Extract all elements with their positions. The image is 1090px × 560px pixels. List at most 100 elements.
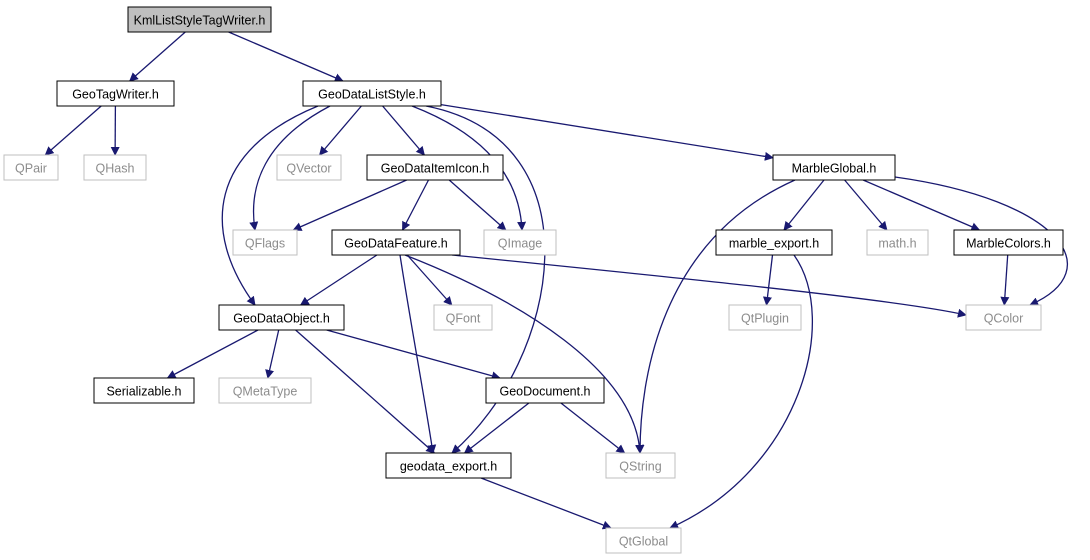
edge-marbleglobal-to-math	[844, 179, 888, 231]
node-box-marblecolors	[953, 229, 1064, 256]
node-kmlliststyletagwriter[interactable]: KmlListStyleTagWriter.h	[127, 6, 272, 33]
node-qfont[interactable]: QFont	[433, 304, 493, 331]
node-box-qstring	[605, 452, 676, 479]
node-label-qpair: QPair	[15, 162, 47, 176]
node-label-geodataobject: GeoDataObject.h	[233, 312, 330, 326]
node-qvector[interactable]: QVector	[276, 154, 342, 181]
edge-geodataobject-to-geodocument	[326, 329, 501, 381]
node-box-kmlliststyletagwriter	[127, 6, 272, 33]
node-geodataobject[interactable]: GeoDataObject.h	[218, 304, 345, 331]
node-label-geodatafeature: GeoDataFeature.h	[344, 237, 448, 251]
node-qtglobal[interactable]: QtGlobal	[605, 527, 682, 554]
edge-geodataobject-to-geodata_export	[295, 329, 436, 454]
node-qmetatype[interactable]: QMetaType	[218, 377, 312, 404]
edge-geodataitemicon-to-qimage	[448, 179, 507, 231]
node-box-marbleglobal	[772, 154, 896, 181]
node-box-geotagwriter	[56, 80, 175, 107]
node-qstring[interactable]: QString	[605, 452, 676, 479]
node-box-qvector	[276, 154, 342, 181]
edge-marbleglobal-to-marble_export	[783, 179, 825, 231]
edge-geodataobject-to-qmetatype	[265, 329, 280, 379]
node-box-math	[866, 229, 929, 256]
node-box-qtglobal	[605, 527, 682, 554]
edge-geodata_export-to-qtglobal	[480, 477, 612, 530]
edge-geodataliststyle-to-geodataitemicon	[382, 105, 425, 156]
node-label-qhash: QHash	[96, 162, 135, 176]
node-label-geodataitemicon: GeoDataItemIcon.h	[381, 162, 489, 176]
edge-geodataobject-to-serializable	[166, 329, 259, 379]
node-box-geodataobject	[218, 304, 345, 331]
node-box-qhash	[83, 154, 147, 181]
node-label-qtglobal: QtGlobal	[619, 535, 668, 549]
node-box-qmetatype	[218, 377, 312, 404]
node-serializable[interactable]: Serializable.h	[93, 377, 195, 404]
node-label-qfont: QFont	[446, 312, 481, 326]
node-label-qstring: QString	[619, 460, 661, 474]
node-box-qcolor	[965, 304, 1042, 331]
node-geodataitemicon[interactable]: GeoDataItemIcon.h	[366, 154, 504, 181]
edge-marbleglobal-to-marblecolors	[862, 179, 981, 231]
dependency-edges	[44, 31, 1069, 530]
node-box-geodataliststyle	[302, 80, 442, 107]
node-box-qpair	[3, 154, 59, 181]
node-label-kmlliststyletagwriter: KmlListStyleTagWriter.h	[134, 14, 266, 28]
node-marble_export[interactable]: marble_export.h	[715, 229, 833, 256]
edge-geodataliststyle-to-marbleglobal	[440, 103, 774, 161]
node-qimage[interactable]: QImage	[483, 229, 557, 256]
edge-geodatafeature-to-geodataobject	[299, 254, 378, 306]
node-label-marbleglobal: MarbleGlobal.h	[792, 162, 877, 176]
node-math[interactable]: math.h	[866, 229, 929, 256]
edge-geodatafeature-to-qstring	[404, 254, 644, 454]
node-box-qflags	[232, 229, 298, 256]
node-qpair[interactable]: QPair	[3, 154, 59, 181]
node-qtplugin[interactable]: QtPlugin	[728, 304, 802, 331]
node-label-geodata_export: geodata_export.h	[400, 460, 497, 474]
node-label-geodocument: GeoDocument.h	[499, 385, 590, 399]
edge-kmlliststyletagwriter-to-geodataliststyle	[228, 31, 344, 82]
edge-geodatafeature-to-qcolor	[451, 254, 967, 318]
node-box-qimage	[483, 229, 557, 256]
node-geodatafeature[interactable]: GeoDataFeature.h	[331, 229, 461, 256]
edge-geodataliststyle-to-geodataobject	[221, 105, 319, 306]
node-label-marblecolors: MarbleColors.h	[966, 237, 1051, 251]
node-label-geodataliststyle: GeoDataListStyle.h	[318, 88, 426, 102]
node-label-qimage: QImage	[498, 237, 543, 251]
edge-geodatafeature-to-qfont	[406, 254, 453, 306]
node-geotagwriter[interactable]: GeoTagWriter.h	[56, 80, 175, 107]
node-qcolor[interactable]: QColor	[965, 304, 1042, 331]
node-box-geodatafeature	[331, 229, 461, 256]
node-label-qtplugin: QtPlugin	[741, 312, 789, 326]
node-box-qfont	[433, 304, 493, 331]
edge-geodataliststyle-to-geodata_export	[425, 105, 546, 454]
edge-geodataliststyle-to-qvector	[319, 105, 362, 156]
node-marbleglobal[interactable]: MarbleGlobal.h	[772, 154, 896, 181]
node-box-marble_export	[715, 229, 833, 256]
node-geodocument[interactable]: GeoDocument.h	[485, 377, 605, 404]
node-marblecolors[interactable]: MarbleColors.h	[953, 229, 1064, 256]
edge-kmlliststyletagwriter-to-geotagwriter	[129, 31, 186, 82]
edge-geotagwriter-to-qpair	[44, 105, 102, 156]
node-box-geodocument	[485, 377, 605, 404]
edge-geodataliststyle-to-qflags	[249, 105, 331, 231]
edge-geodatafeature-to-geodata_export	[399, 254, 437, 454]
node-label-math: math.h	[878, 237, 916, 251]
edge-marbleglobal-to-qstring	[635, 179, 796, 454]
edge-geodocument-to-qstring	[560, 402, 626, 454]
node-geodata_export[interactable]: geodata_export.h	[385, 452, 512, 479]
node-qhash[interactable]: QHash	[83, 154, 147, 181]
node-label-qmetatype: QMetaType	[233, 385, 298, 399]
node-geodataliststyle[interactable]: GeoDataListStyle.h	[302, 80, 442, 107]
node-label-qvector: QVector	[286, 162, 331, 176]
edge-marble_export-to-qtglobal	[669, 254, 813, 529]
node-qflags[interactable]: QFlags	[232, 229, 298, 256]
edge-geodocument-to-geodata_export	[463, 402, 530, 454]
node-label-serializable: Serializable.h	[106, 385, 181, 399]
node-label-marble_export: marble_export.h	[729, 237, 819, 251]
node-box-serializable	[93, 377, 195, 404]
node-box-geodataitemicon	[366, 154, 504, 181]
edge-marble_export-to-qtplugin	[762, 254, 774, 306]
node-label-qcolor: QColor	[984, 312, 1024, 326]
node-label-qflags: QFlags	[245, 237, 285, 251]
